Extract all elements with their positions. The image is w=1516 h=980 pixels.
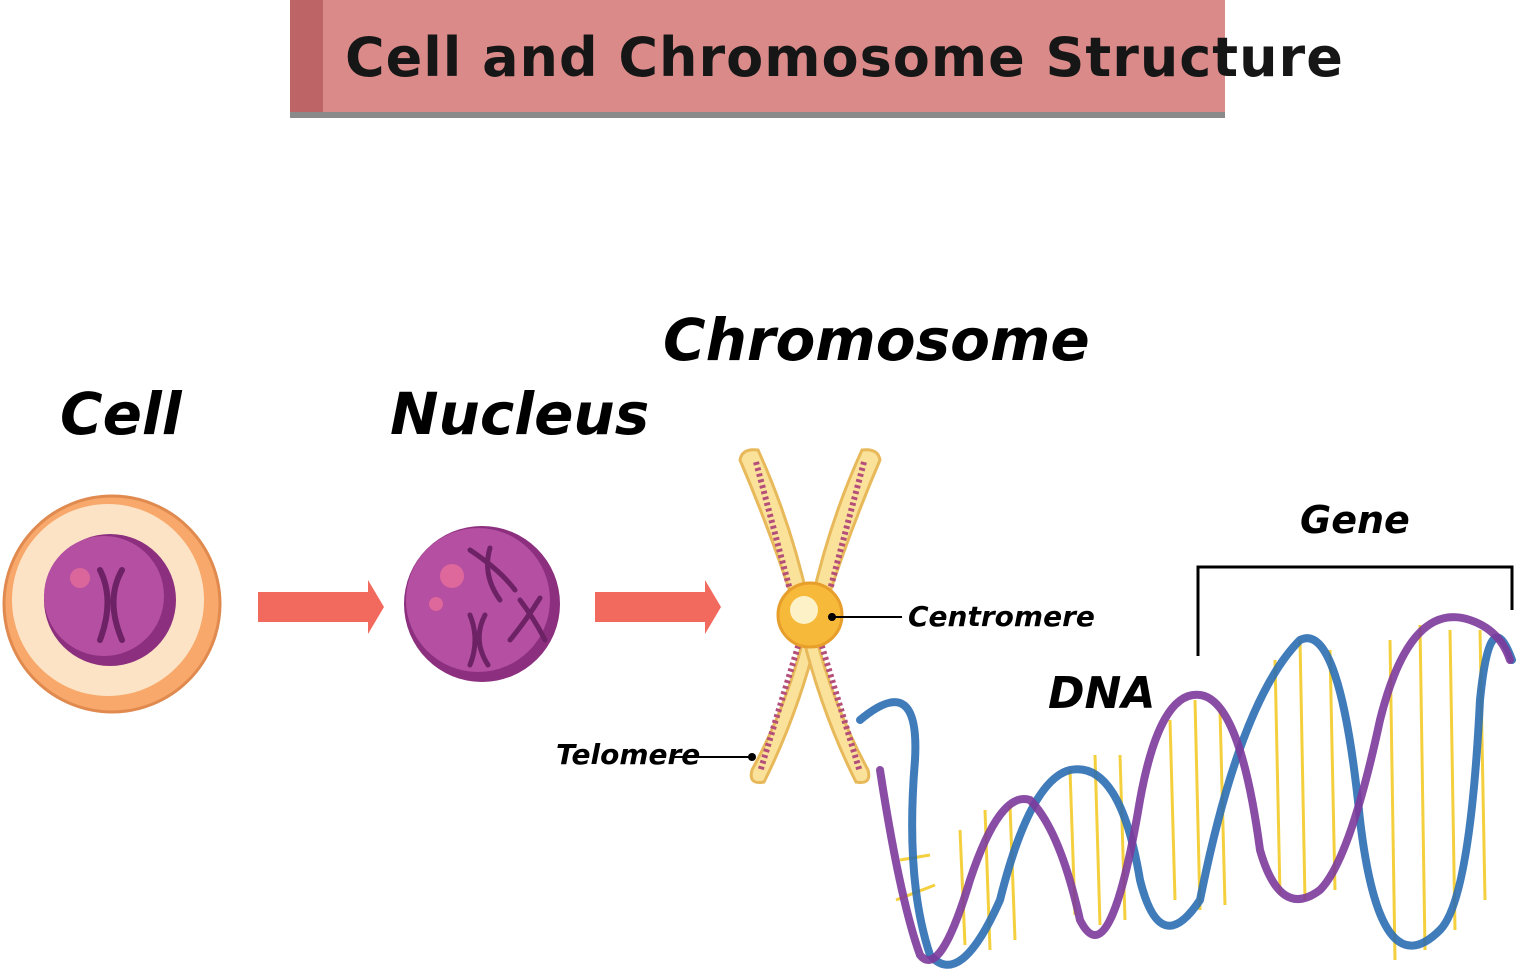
chromosome-label: Chromosome <box>663 306 1090 374</box>
centromere-label: Centromere <box>908 600 1095 633</box>
arrow-nucleus-to-chromosome <box>595 580 721 634</box>
cell-label: Cell <box>60 380 182 448</box>
chromosome-illustration <box>738 448 882 784</box>
dna-label: DNA <box>1048 668 1156 719</box>
nucleus-illustration <box>404 526 560 682</box>
nucleus-label: Nucleus <box>390 380 650 448</box>
gene-label: Gene <box>1300 498 1410 542</box>
title-banner: Cell and Chromosome Structure <box>290 0 1343 118</box>
telomere-pointer <box>674 753 756 761</box>
dna-helix <box>856 613 1516 969</box>
arrow-cell-to-nucleus <box>258 580 384 634</box>
page-title: Cell and Chromosome Structure <box>345 26 1344 89</box>
gene-bracket <box>1196 565 1514 656</box>
banner-accent-strip <box>290 0 323 112</box>
centromere-pointer <box>828 613 902 621</box>
telomere-label: Telomere <box>556 738 701 771</box>
cell-illustration <box>2 494 222 714</box>
